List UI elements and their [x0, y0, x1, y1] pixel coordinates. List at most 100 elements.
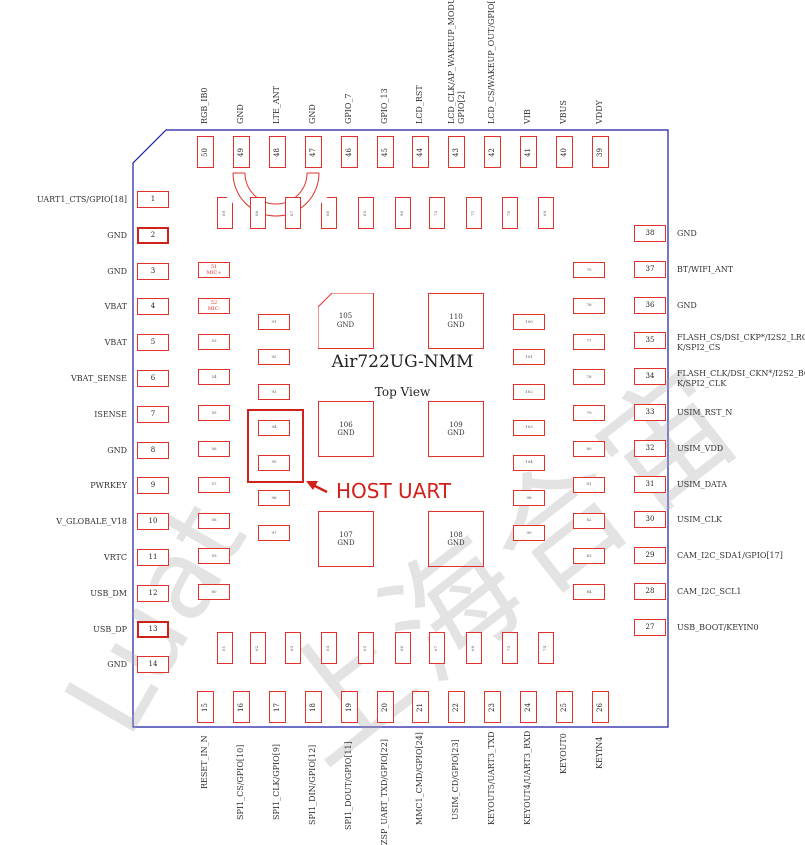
- pin-3-label: GND: [107, 266, 127, 276]
- inner-pad-56: 56: [198, 441, 230, 457]
- pin-6-label: VBAT_SENSE: [71, 374, 127, 383]
- pin-13: 13: [137, 620, 169, 638]
- inner-pad-83: 83: [573, 548, 605, 565]
- pin-2: 2: [137, 226, 169, 244]
- pin-46-label: GPIO_7: [343, 93, 353, 124]
- pin-45-label: GPIO_13: [379, 88, 389, 124]
- inner-pad-63: 63: [285, 632, 301, 664]
- inner-pad-77: 77: [573, 333, 605, 350]
- inner-pad-101: 101: [513, 349, 545, 366]
- pin-4-label: VBAT: [104, 302, 127, 312]
- inner-pad-96: 96: [258, 490, 290, 506]
- inner-pad-71: 71: [466, 197, 482, 229]
- inner-pad-67: 67: [429, 632, 445, 664]
- inner-pad-70: 70: [502, 197, 518, 229]
- pin-1-label: UART1_CTS/GPIO[18]: [36, 195, 127, 204]
- pin-31-label: USIM_DATA: [677, 479, 728, 489]
- pin-46: 46: [340, 136, 358, 168]
- pin-43: 43: [448, 136, 466, 168]
- pin-9: 9: [137, 477, 169, 495]
- pin-30: 30: [634, 511, 666, 529]
- pin-3: 3: [137, 262, 169, 280]
- pin-36-label: GND: [677, 300, 697, 310]
- pin-42: 42: [484, 136, 502, 168]
- pin-14-label: GND: [107, 660, 127, 670]
- pin-12-label: USB_DM: [90, 588, 127, 598]
- inner-pad-100: 100: [513, 314, 545, 330]
- inner-pad-65: 65: [358, 632, 374, 664]
- pin-5-label: VBAT: [104, 338, 127, 348]
- pin-31: 31: [634, 475, 666, 493]
- pin-27: 27: [634, 618, 666, 636]
- inner-pad-95: 95: [258, 454, 290, 471]
- inner-pad-81: 81: [573, 476, 605, 493]
- pin-48: 48: [268, 136, 286, 168]
- inner-pad-62: 62: [250, 632, 266, 664]
- inner-pad-85: 85: [358, 197, 374, 229]
- pin-25-label: KEYOUT0: [559, 732, 568, 774]
- pin-32-label: USIM_VDD: [677, 443, 724, 453]
- pin-18-label: SPI1_DIN/GPIO[12]: [307, 744, 317, 825]
- inner-pad-99: 99: [513, 525, 545, 542]
- pin-29-label: CAM_I2C_SDA1/GPIO[17]: [677, 551, 783, 561]
- inner-pad-90: 90: [395, 197, 411, 229]
- inner-pad-54: 54: [198, 369, 230, 386]
- inner-pad-98: 98: [513, 490, 545, 506]
- pin-49: 49: [232, 136, 250, 168]
- inner-pad-55: 55: [198, 405, 230, 422]
- inner-pad-102: 102: [513, 384, 545, 401]
- pin-23: 23: [484, 691, 502, 723]
- inner-pad-73: 73: [502, 632, 518, 664]
- pin-24-label: KEYOUT4/UART3_RXD: [523, 730, 533, 825]
- pin-11-label: VRTC: [103, 553, 127, 562]
- pin-26: 26: [591, 691, 609, 723]
- pin-15-label: RESET_IN_N: [200, 735, 209, 789]
- inner-pad-75: 75: [573, 262, 605, 278]
- pin-37-label: BT/WIFI_ANT: [677, 264, 734, 274]
- pin-38: 38: [634, 225, 666, 242]
- inner-pad-69: 69: [538, 197, 554, 229]
- inner-pad-61: 61: [217, 632, 233, 664]
- pin-8: 8: [137, 441, 169, 459]
- inner-pad-94: 94: [258, 419, 290, 436]
- inner-pad-60: 60: [198, 584, 230, 601]
- pin-17: 17: [268, 691, 286, 723]
- inner-pad-57: 57: [198, 476, 230, 493]
- inner-pad-76: 76: [573, 297, 605, 314]
- pin-34: 34: [634, 368, 666, 386]
- pin-45: 45: [376, 136, 394, 168]
- inner-pad-68: 68: [466, 632, 482, 664]
- inner-pad-84: 84: [573, 584, 605, 601]
- inner-pad-89: 89: [217, 197, 233, 229]
- inner-pad-59: 59: [198, 548, 230, 565]
- chip-title: Air722UG-NMM: [331, 352, 474, 372]
- pin-50: 50: [197, 136, 214, 168]
- pin-1: 1: [137, 191, 169, 208]
- pin-20-label: ZSP_UART_TXD/GPIO[22]: [379, 739, 389, 845]
- pin-49-label: GND: [235, 104, 245, 124]
- inner-pad-72: 72: [429, 197, 445, 229]
- inner-pad-78: 78: [573, 369, 605, 386]
- pin-7: 7: [137, 405, 169, 423]
- pin-39-label: VDDY: [594, 100, 604, 124]
- pin-4: 4: [137, 298, 169, 316]
- view-label: Top View: [374, 385, 431, 399]
- pin-39: 39: [591, 136, 609, 168]
- pin-13-label: USB_DP: [93, 624, 127, 634]
- pin-41: 41: [520, 136, 538, 168]
- inner-pad-88: 88: [250, 197, 266, 229]
- pin-28-label: CAM_I2C_SCL1: [677, 587, 742, 596]
- inner-pad-87: 87: [285, 197, 301, 229]
- pin-37: 37: [634, 260, 666, 278]
- inner-pad-103: 103: [513, 419, 545, 436]
- inner-pad-64: 64: [321, 632, 337, 664]
- pin-41-label: VIB: [523, 109, 533, 124]
- pin-28: 28: [634, 583, 666, 600]
